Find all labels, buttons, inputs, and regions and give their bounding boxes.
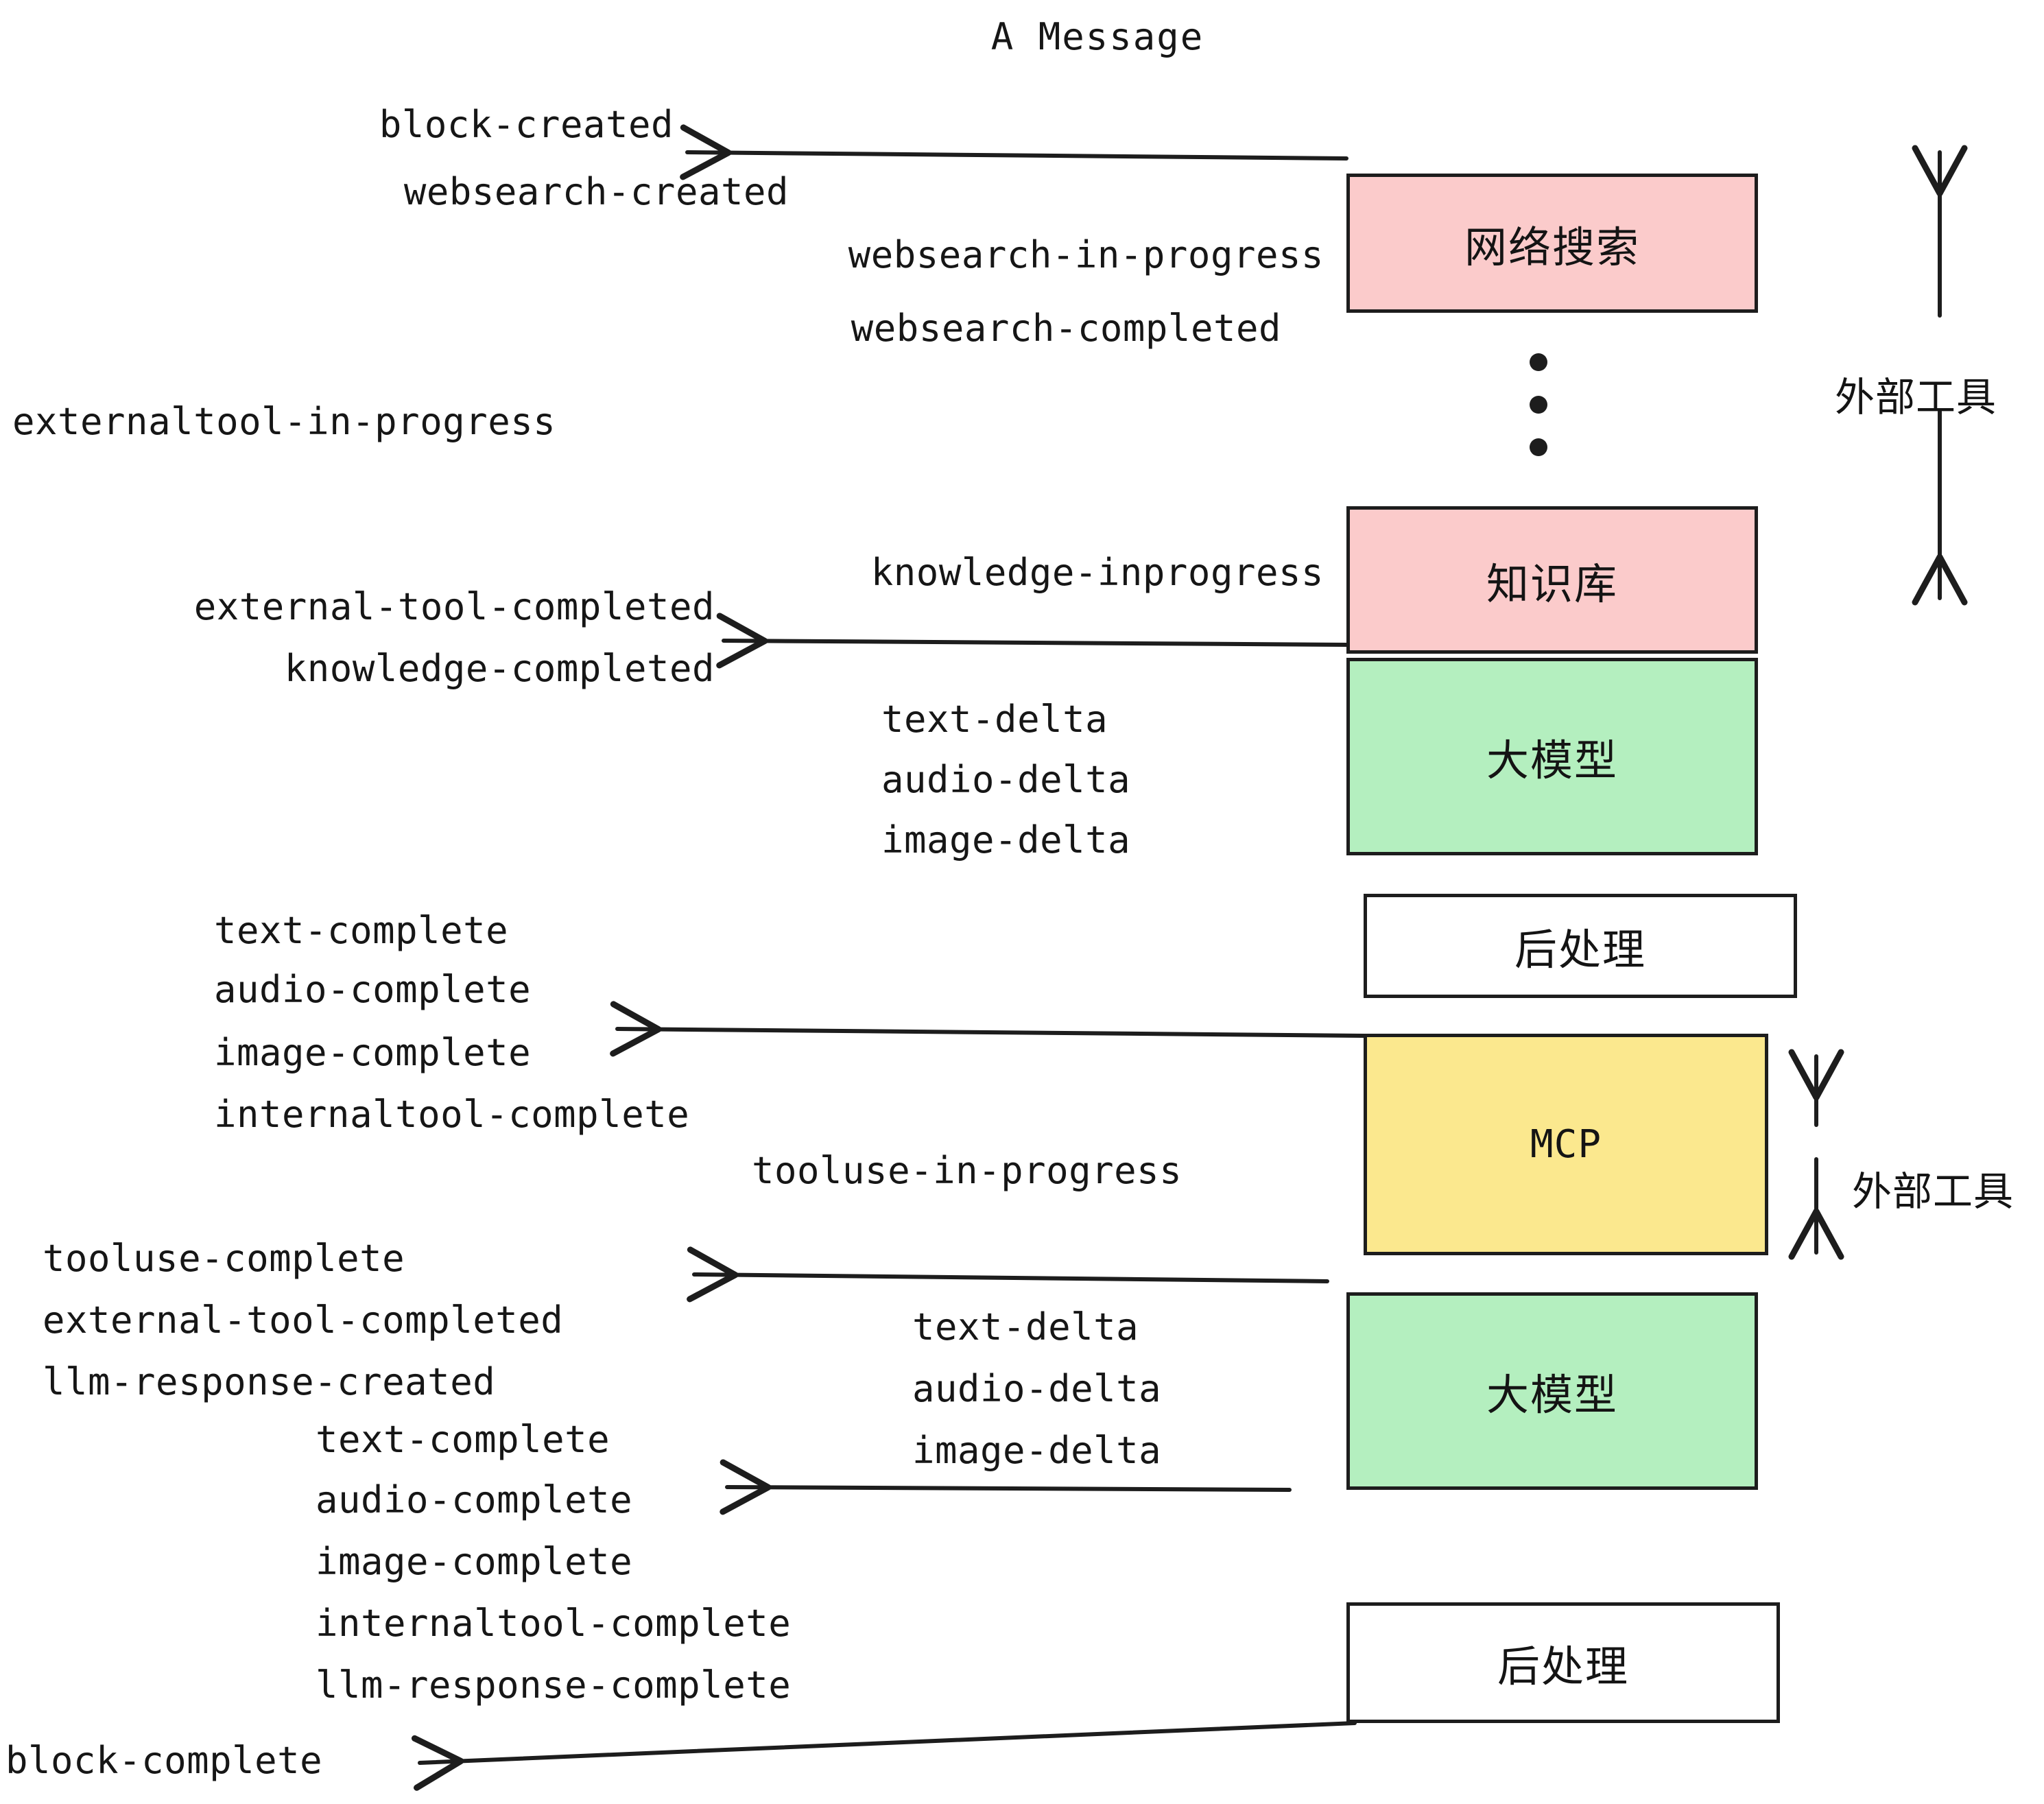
event-label-image-delta-1: image-delta xyxy=(881,818,1131,862)
arrow-audio-complete xyxy=(720,1459,1292,1515)
event-label-tooluse-complete: tooluse-complete xyxy=(43,1237,405,1280)
event-label-external-tool-completed: external-tool-completed xyxy=(193,585,715,628)
box-llm-first[interactable]: 大模型 xyxy=(1346,658,1758,855)
ellipsis-dot xyxy=(1530,396,1547,414)
event-label-audio-complete-2: audio-complete xyxy=(316,1478,633,1521)
event-label-image-complete-1: image-complete xyxy=(214,1031,532,1074)
page-title: A Message xyxy=(990,15,1204,58)
event-label-externaltool-in-progress: externaltool-in-progress xyxy=(12,400,556,443)
event-label-image-delta-2: image-delta xyxy=(912,1429,1162,1472)
event-label-internaltool-complete-1: internaltool-complete xyxy=(214,1093,690,1136)
box-label: 后处理 xyxy=(1497,1641,1629,1692)
arrow-block-created xyxy=(680,124,1348,180)
event-label-internaltool-complete-2: internaltool-complete xyxy=(316,1602,792,1645)
arrow-tooluse-done xyxy=(687,1246,1329,1303)
box-label: 网络搜索 xyxy=(1464,222,1640,272)
event-label-audio-complete-1: audio-complete xyxy=(214,968,532,1011)
box-postprocess-second[interactable]: 后处理 xyxy=(1346,1602,1780,1723)
event-label-block-created: block-created xyxy=(379,103,674,146)
external-tools-label-top: 外部工具 xyxy=(1835,374,1997,420)
box-label: 后处理 xyxy=(1514,925,1646,975)
box-knowledgebase[interactable]: 知识库 xyxy=(1346,506,1758,654)
event-label-knowledge-inprogress: knowledge-inprogress xyxy=(870,551,1324,594)
event-label-block-complete: block-complete xyxy=(5,1739,323,1782)
event-label-websearch-completed: websearch-completed xyxy=(851,307,1281,350)
event-label-text-delta-2: text-delta xyxy=(912,1305,1139,1349)
event-label-knowledge-completed: knowledge-completed xyxy=(284,647,715,690)
event-label-tooluse-in-progress: tooluse-in-progress xyxy=(752,1149,1183,1192)
external-tools-label-bottom: 外部工具 xyxy=(1852,1168,2015,1215)
vertical-ellipsis-icon xyxy=(1530,353,1547,456)
box-mcp[interactable]: MCP xyxy=(1364,1034,1768,1255)
event-label-audio-delta-1: audio-delta xyxy=(881,758,1131,801)
box-websearch[interactable]: 网络搜索 xyxy=(1346,174,1758,313)
ellipsis-dot xyxy=(1530,353,1547,371)
event-label-image-complete-2: image-complete xyxy=(316,1540,633,1583)
event-label-audio-delta-2: audio-delta xyxy=(912,1367,1162,1410)
event-label-external-tool-completed-2: external-tool-completed xyxy=(43,1298,564,1342)
event-label-text-delta-1: text-delta xyxy=(881,698,1108,741)
event-label-text-complete-2: text-complete xyxy=(316,1418,610,1461)
event-label-websearch-in-progress: websearch-in-progress xyxy=(848,233,1324,276)
arrow-image-complete xyxy=(610,1001,1366,1057)
box-label: 大模型 xyxy=(1486,1370,1618,1420)
event-label-text-complete-1: text-complete xyxy=(214,909,509,952)
event-label-llm-response-complete: llm-response-complete xyxy=(316,1663,792,1707)
arrow-knowledge-done xyxy=(716,613,1348,669)
box-label: 大模型 xyxy=(1486,735,1618,785)
arrow-block-complete xyxy=(411,1721,1357,1791)
event-label-llm-response-created: llm-response-created xyxy=(43,1360,496,1403)
box-llm-second[interactable]: 大模型 xyxy=(1346,1292,1758,1490)
box-label: MCP xyxy=(1530,1122,1602,1167)
ellipsis-dot xyxy=(1530,438,1547,456)
box-label: 知识库 xyxy=(1486,558,1618,609)
event-label-websearch-created: websearch-created xyxy=(403,170,789,213)
box-postprocess-first[interactable]: 后处理 xyxy=(1364,894,1797,998)
